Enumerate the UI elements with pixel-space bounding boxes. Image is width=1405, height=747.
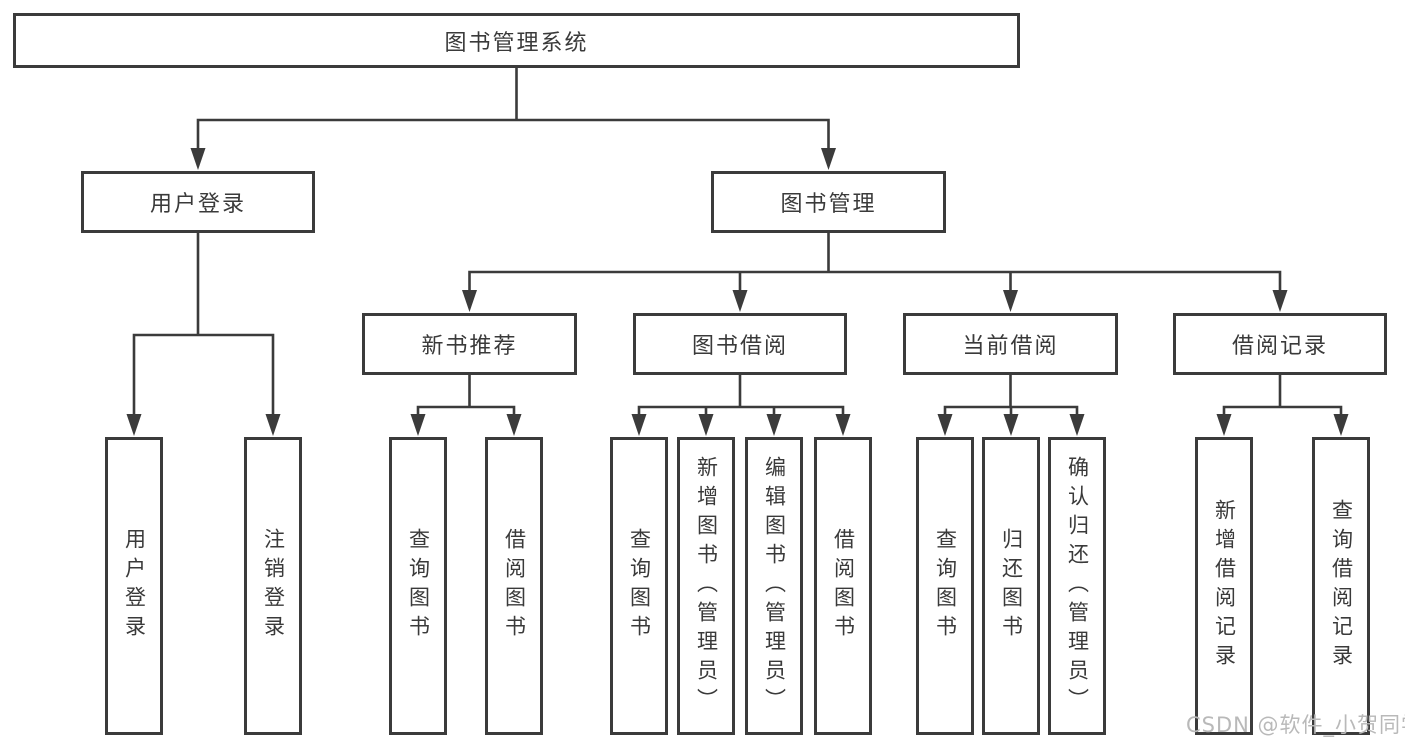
node-book-borrowing: 图书借阅 <box>633 313 847 375</box>
node-leaf-return-books: 归还图书 <box>982 437 1040 735</box>
node-book-management: 图书管理 <box>711 171 946 233</box>
node-leaf-user-login: 用户登录 <box>105 437 163 735</box>
node-leaf-borrow-books-recommend: 借阅图书 <box>485 437 543 735</box>
node-leaf-borrow-books-borrowing: 借阅图书 <box>814 437 872 735</box>
node-root: 图书管理系统 <box>13 13 1020 68</box>
node-leaf-add-borrow-record: 新增借阅记录 <box>1195 437 1253 735</box>
node-leaf-add-books-admin: 新增图书（管理员） <box>677 437 735 735</box>
node-borrowing-records: 借阅记录 <box>1173 313 1387 375</box>
node-leaf-logout: 注销登录 <box>244 437 302 735</box>
watermark: CSDN @软件_小贺同学 <box>1186 713 1405 737</box>
node-leaf-query-books-current: 查询图书 <box>916 437 974 735</box>
node-leaf-query-books-borrowing: 查询图书 <box>610 437 668 735</box>
node-new-book-recommendation: 新书推荐 <box>362 313 577 375</box>
node-leaf-query-borrow-record: 查询借阅记录 <box>1312 437 1370 735</box>
node-leaf-edit-books-admin: 编辑图书（管理员） <box>745 437 803 735</box>
node-current-borrowing: 当前借阅 <box>903 313 1118 375</box>
node-leaf-query-books-recommend: 查询图书 <box>389 437 447 735</box>
node-leaf-confirm-return-admin: 确认归还（管理员） <box>1048 437 1106 735</box>
node-user-login: 用户登录 <box>81 171 315 233</box>
